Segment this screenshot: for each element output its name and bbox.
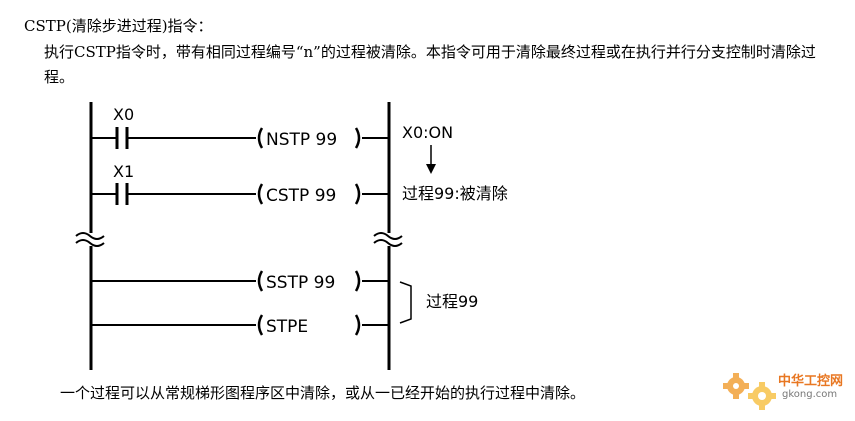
rung3-coil-left [257,270,264,292]
trigger-note: X0:ON [402,123,453,142]
rung4-coil-right [354,314,361,336]
rung2-instruction: CSTP 99 [266,186,336,206]
instruction-heading: CSTP(清除步进过程)指令： [24,17,213,35]
rung1-coil-right [354,127,361,149]
rung2-coil-left [257,183,264,205]
process-bracket [399,281,412,324]
rung1-coil-left [257,127,264,149]
contact-x1-label: X1 [113,162,134,181]
watermark-name: 中华工控网 [778,374,844,389]
rung4-coil-left [257,314,264,336]
rung4-instruction: STPE [266,317,308,337]
instruction-description: 执行CSTP指令时，带有相同过程编号“n”的过程被清除。本指令可用于清除最终过程… [44,43,816,86]
contact-x0-label: X0 [113,105,134,124]
left-rail-break-mark [75,232,105,247]
arrow-head-icon [426,164,436,174]
watermark-url: gkong.com [782,389,838,400]
gear-icon [723,373,776,410]
bracket-label: 过程99 [426,292,478,311]
rung3-instruction: SSTP 99 [266,273,335,293]
result-note: 过程99:被清除 [402,184,508,203]
rung3-coil-right [354,270,361,292]
watermark: 中华工控网 gkong.com [718,360,853,415]
right-rail-break-mark [373,232,403,247]
rung2-coil-right [354,183,361,205]
caption: 一个过程可以从常规梯形图程序区中清除，或从一已经开始的执行过程中清除。 [60,384,586,402]
rung1-instruction: NSTP 99 [266,130,337,150]
